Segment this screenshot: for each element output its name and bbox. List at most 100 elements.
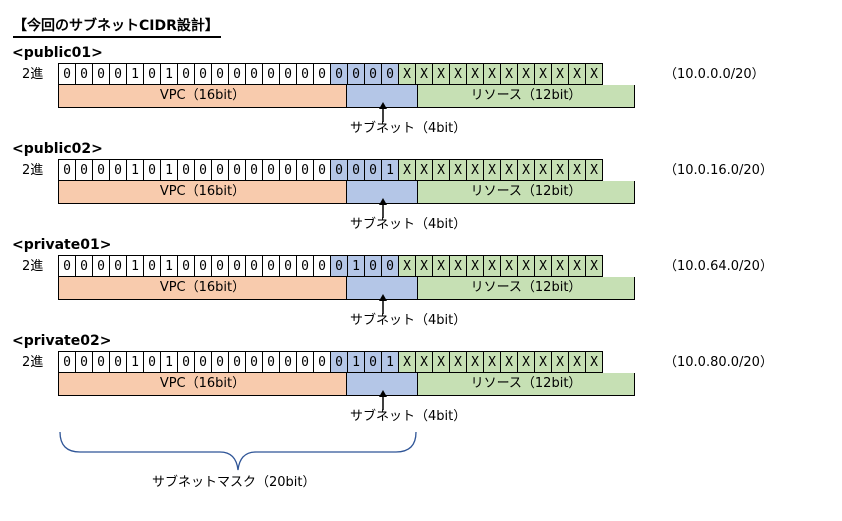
vpc-bit: 0: [76, 256, 93, 277]
vpc-bit: 0: [212, 256, 229, 277]
resource-bit: X: [569, 160, 586, 181]
subnet-bits-label: サブネット（4bit）: [350, 313, 467, 328]
resource-bit: X: [416, 64, 433, 85]
resource-bit: X: [569, 256, 586, 277]
resource-bit: X: [518, 256, 535, 277]
resource-bit: X: [450, 160, 467, 181]
subnet-bit: 0: [331, 64, 348, 85]
resource-bit: X: [501, 64, 518, 85]
subnet-bit: 0: [348, 64, 365, 85]
resource-bit: X: [433, 160, 450, 181]
vpc-bit: 0: [59, 64, 76, 85]
resource-bit: X: [518, 160, 535, 181]
resource-bit: X: [399, 160, 416, 181]
vpc-bit: 0: [178, 256, 195, 277]
vpc-bit: 0: [93, 352, 110, 373]
resource-bit: X: [399, 64, 416, 85]
resource-bit: X: [416, 352, 433, 373]
binary-row-label: 2進: [22, 355, 44, 370]
vpc-segment: VPC（16bit）: [58, 85, 347, 108]
vpc-bit: 0: [93, 160, 110, 181]
vpc-bit: 0: [297, 352, 314, 373]
subnet-bit: 0: [365, 64, 382, 85]
resource-bit: X: [569, 64, 586, 85]
vpc-bit: 0: [314, 160, 331, 181]
subnet-bit: 0: [365, 256, 382, 277]
resource-bit: X: [484, 352, 501, 373]
subnet-mask-brace: [59, 431, 417, 471]
vpc-bit: 0: [212, 160, 229, 181]
vpc-bit: 0: [280, 64, 297, 85]
resource-segment: リソース（12bit）: [418, 277, 635, 300]
vpc-bit: 0: [76, 160, 93, 181]
subnet-bit: 1: [382, 352, 399, 373]
cidr-value: （10.0.16.0/20）: [664, 163, 773, 178]
up-arrow-icon: [379, 390, 387, 410]
vpc-bit: 0: [297, 256, 314, 277]
resource-segment: リソース（12bit）: [418, 181, 635, 204]
vpc-bit: 1: [161, 160, 178, 181]
resource-bit: X: [552, 352, 569, 373]
vpc-bit: 0: [229, 352, 246, 373]
resource-bit: X: [450, 352, 467, 373]
vpc-bit: 0: [59, 352, 76, 373]
resource-bit: X: [467, 160, 484, 181]
resource-bit: X: [586, 256, 603, 277]
vpc-bit: 0: [144, 160, 161, 181]
resource-bit: X: [518, 64, 535, 85]
subnet-bit: 1: [348, 352, 365, 373]
vpc-bit: 0: [229, 64, 246, 85]
vpc-bit: 0: [144, 64, 161, 85]
resource-segment: リソース（12bit）: [418, 373, 635, 396]
vpc-bit: 0: [178, 64, 195, 85]
resource-bit: X: [586, 64, 603, 85]
resource-bit: X: [484, 160, 501, 181]
binary-row-label: 2進: [22, 67, 44, 82]
vpc-bit: 0: [280, 160, 297, 181]
vpc-bit: 0: [263, 256, 280, 277]
subnet-name: <private01>: [12, 237, 112, 253]
vpc-bit: 0: [195, 256, 212, 277]
resource-bit: X: [484, 256, 501, 277]
vpc-bit: 1: [127, 64, 144, 85]
resource-segment: リソース（12bit）: [418, 85, 635, 108]
vpc-bit: 1: [161, 256, 178, 277]
resource-bit: X: [535, 352, 552, 373]
vpc-bit: 0: [76, 64, 93, 85]
subnet-bit: 1: [348, 256, 365, 277]
vpc-bit: 0: [263, 64, 280, 85]
resource-bit: X: [484, 64, 501, 85]
resource-bit: X: [552, 256, 569, 277]
resource-bit: X: [467, 64, 484, 85]
vpc-bit: 0: [110, 160, 127, 181]
vpc-bit: 1: [127, 160, 144, 181]
vpc-bit: 0: [195, 352, 212, 373]
subnet-bit: 0: [331, 256, 348, 277]
resource-bit: X: [433, 256, 450, 277]
vpc-bit: 0: [246, 256, 263, 277]
binary-row-label: 2進: [22, 163, 44, 178]
subnet-mask-label: サブネットマスク（20bit）: [152, 475, 316, 490]
resource-bit: X: [535, 256, 552, 277]
vpc-bit: 0: [263, 352, 280, 373]
resource-bit: X: [433, 64, 450, 85]
vpc-bit: 0: [212, 352, 229, 373]
resource-bit: X: [416, 160, 433, 181]
subnet-name: <public01>: [12, 45, 103, 61]
vpc-bit: 0: [229, 256, 246, 277]
vpc-bit: 0: [280, 352, 297, 373]
vpc-bit: 0: [229, 160, 246, 181]
up-arrow-icon: [379, 294, 387, 314]
resource-bit: X: [450, 256, 467, 277]
resource-bit: X: [467, 352, 484, 373]
vpc-bit: 0: [110, 352, 127, 373]
resource-bit: X: [552, 160, 569, 181]
vpc-bit: 1: [161, 64, 178, 85]
